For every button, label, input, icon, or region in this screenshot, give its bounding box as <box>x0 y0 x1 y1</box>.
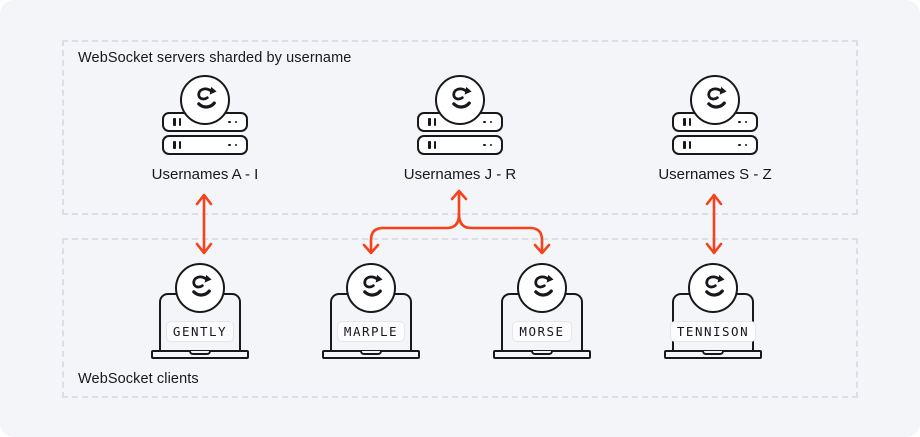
client-name-badge: TENNISON <box>669 321 757 342</box>
laptop-base <box>322 350 420 359</box>
websocket-logo-icon <box>180 75 230 125</box>
rack-bars <box>428 118 436 126</box>
rack-dots <box>738 120 747 124</box>
laptop-base <box>493 350 591 359</box>
server-shard-label: Usernames A - I <box>151 166 259 183</box>
laptop-base <box>664 350 762 359</box>
client-name-badge: GENTLY <box>165 321 235 342</box>
rack-bars <box>173 141 181 149</box>
laptop-icon: TENNISON <box>653 293 773 389</box>
server-shard-label: Usernames S - Z <box>658 166 772 183</box>
rack-dots <box>483 143 492 147</box>
rack-bars <box>428 141 436 149</box>
websocket-logo-icon <box>688 263 738 313</box>
websocket-logo-icon <box>690 75 740 125</box>
server-node: Usernames J - R <box>380 75 540 183</box>
server-node: Usernames S - Z <box>635 75 795 183</box>
rack-bars <box>683 118 691 126</box>
rack-bars <box>683 141 691 149</box>
rack-bars <box>173 118 181 126</box>
client-node: GENTLY <box>120 263 280 389</box>
server-rack-icon <box>672 135 758 155</box>
websocket-logo-icon <box>175 263 225 313</box>
server-rack-icon <box>417 135 503 155</box>
laptop-base <box>151 350 249 359</box>
rack-dots <box>483 120 492 124</box>
server-shard-label: Usernames J - R <box>403 166 517 183</box>
websocket-logo-icon <box>517 263 567 313</box>
laptop-screen: TENNISON <box>669 293 757 350</box>
client-node: MARPLE <box>291 263 451 389</box>
laptop-icon: MARPLE <box>311 293 431 389</box>
clients-group-label: WebSocket clients <box>78 371 199 387</box>
server-rack-icon <box>162 135 248 155</box>
client-name-badge: MARPLE <box>336 321 406 342</box>
websocket-logo-icon <box>435 75 485 125</box>
rack-dots <box>228 120 237 124</box>
servers-group-label: WebSocket servers sharded by username <box>78 50 352 66</box>
rack-dots <box>738 143 747 147</box>
client-node: MORSE <box>462 263 622 389</box>
client-node: TENNISON <box>633 263 793 389</box>
websocket-logo-icon <box>346 263 396 313</box>
rack-dots <box>228 143 237 147</box>
server-node: Usernames A - I <box>125 75 285 183</box>
client-name-badge: MORSE <box>512 321 572 342</box>
